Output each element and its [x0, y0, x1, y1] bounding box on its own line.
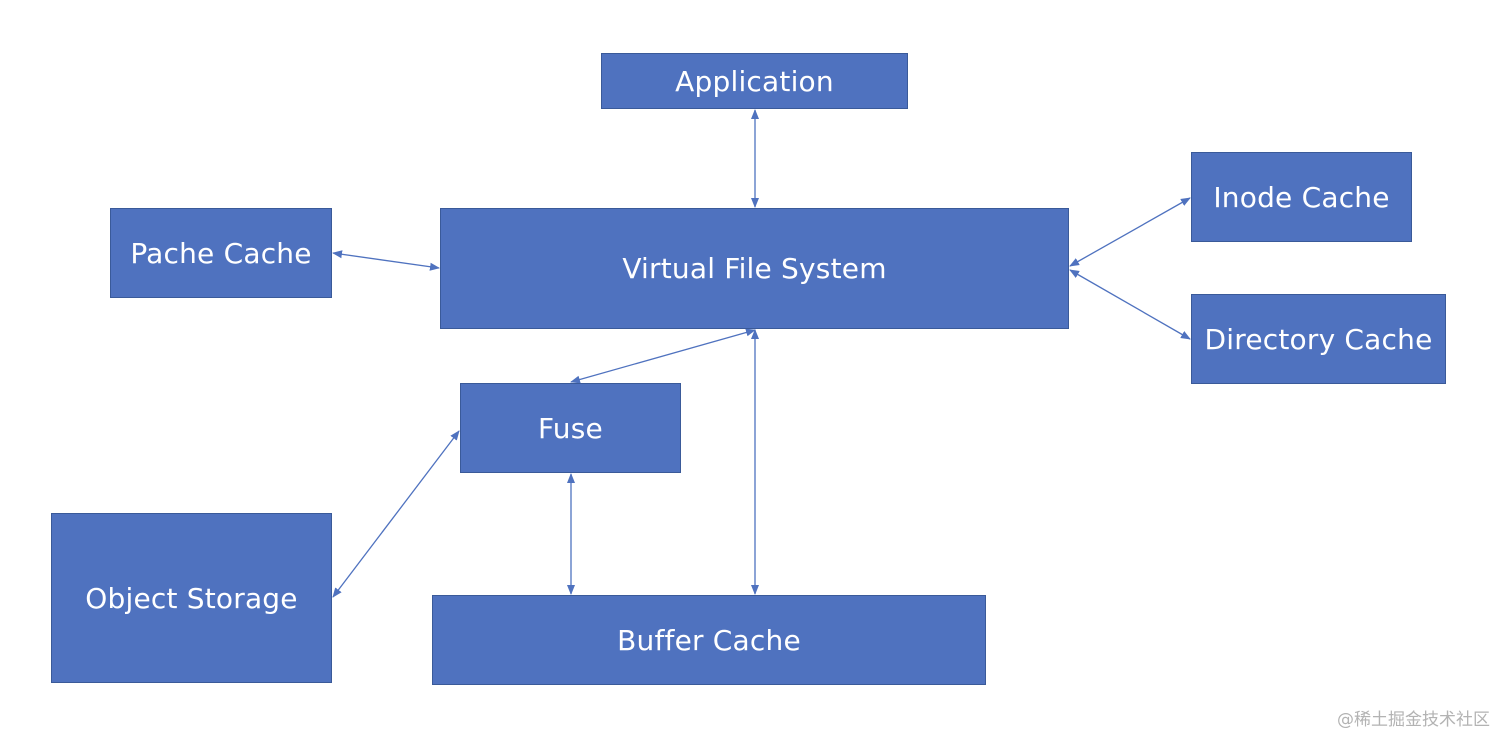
fuse-label: Fuse: [538, 411, 603, 445]
inode-cache-node: Inode Cache: [1191, 152, 1412, 242]
pache-cache-node: Pache Cache: [110, 208, 332, 298]
object-storage-node: Object Storage: [51, 513, 332, 683]
virtual-file-system-label: Virtual File System: [622, 252, 887, 285]
watermark: @稀土掘金技术社区: [1337, 710, 1490, 730]
directory-cache-label: Directory Cache: [1204, 322, 1433, 356]
edge-object-storage-fuse: [332, 430, 460, 598]
application-node: Application: [601, 53, 908, 109]
directory-cache-node: Directory Cache: [1191, 294, 1446, 384]
buffer-cache-label: Buffer Cache: [617, 623, 801, 657]
inode-cache-label: Inode Cache: [1213, 180, 1390, 214]
application-label: Application: [675, 64, 834, 98]
edge-vfs-inode-cache: [1069, 197, 1191, 267]
pache-cache-label: Pache Cache: [130, 236, 312, 270]
virtual-file-system-node: Virtual File System: [440, 208, 1069, 329]
object-storage-label: Object Storage: [85, 581, 298, 615]
edge-vfs-directory-cache: [1069, 269, 1191, 340]
fuse-node: Fuse: [460, 383, 681, 473]
edge-vfs-fuse: [570, 328, 756, 384]
edge-pache-cache-vfs: [332, 250, 440, 271]
buffer-cache-node: Buffer Cache: [432, 595, 986, 685]
